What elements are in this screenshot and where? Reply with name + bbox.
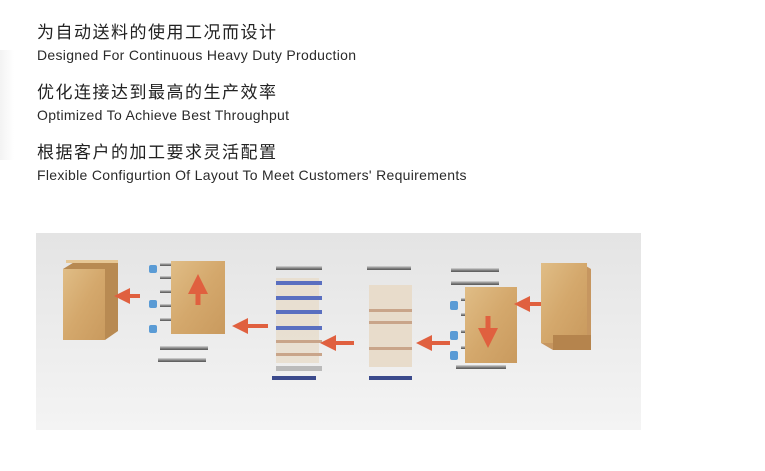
left-edge-shadow — [0, 50, 14, 160]
feature-title-en: Optimized To Achieve Best Throughput — [37, 107, 290, 123]
feature-title-en: Flexible Configurtion Of Layout To Meet … — [37, 167, 467, 183]
feature-throughput: 优化连接达到最高的生产效率 Optimized To Achieve Best … — [37, 82, 289, 124]
raw-board-stack — [541, 263, 591, 350]
saw-station — [272, 266, 322, 380]
feature-continuous-duty: 为自动送料的使用工况而设计 Designed For Continuous He… — [37, 22, 356, 64]
feature-title-cn: 优化连接达到最高的生产效率 — [37, 83, 278, 103]
illustration-background — [36, 233, 641, 430]
outfeed-conveyor — [149, 261, 225, 362]
feature-title-en: Designed For Continuous Heavy Duty Produ… — [37, 47, 357, 63]
feature-title-cn: 为自动送料的使用工况而设计 — [37, 23, 278, 43]
production-line-illustration — [36, 233, 641, 430]
infeed-conveyor — [450, 268, 517, 369]
panel-station — [367, 266, 412, 380]
finished-board-stack — [63, 260, 118, 340]
feature-title-cn: 根据客户的加工要求灵活配置 — [37, 143, 278, 163]
feature-flexible-layout: 根据客户的加工要求灵活配置 Flexible Configurtion Of L… — [37, 142, 467, 184]
